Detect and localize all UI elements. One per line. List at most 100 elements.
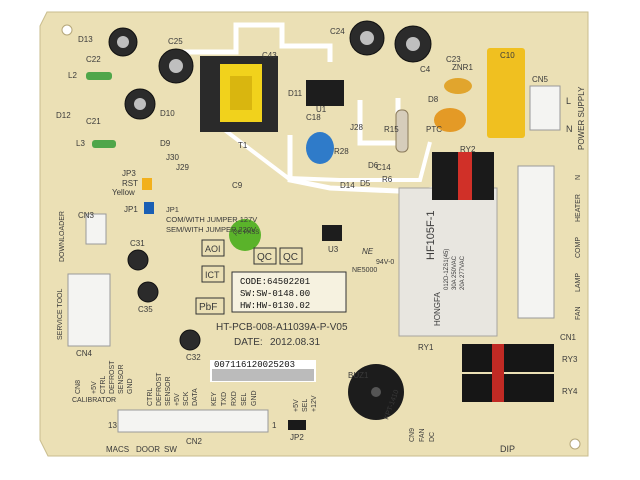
label-d5: D5	[360, 179, 371, 188]
label-c35: C35	[138, 305, 153, 314]
date-value: 2012.08.31	[270, 337, 320, 348]
cn2-pin-3: SENSOR	[165, 376, 172, 406]
label-d14: D14	[340, 181, 355, 190]
label-jp1: JP1	[124, 205, 138, 214]
mark-qc-2: QC	[257, 252, 272, 263]
label-cn5: CN5	[532, 75, 549, 84]
connector-cn3	[85, 213, 107, 245]
label-dip: DIP	[500, 444, 515, 454]
label-r15: R15	[384, 125, 399, 134]
label-downloader: DOWNLOADER	[59, 211, 66, 262]
relay-ry3	[462, 344, 554, 372]
label-d11: D11	[288, 89, 303, 98]
mounting-hole	[569, 438, 581, 450]
isolation-slot	[220, 126, 432, 182]
label-ul: 94V-0	[376, 259, 394, 266]
cn1-label-lamp: LAMP	[575, 273, 582, 292]
jp1-note-1: JP1	[166, 205, 179, 214]
label-d10: D10	[160, 109, 175, 118]
label-d6: D6	[368, 161, 379, 170]
label-jp3: JP3	[122, 169, 136, 178]
cn2-num-1: 1	[272, 421, 277, 430]
label-ry4: RY4	[562, 387, 578, 396]
cn8-pin-4: SENSOR	[118, 364, 125, 394]
film-capacitor	[306, 132, 334, 164]
ic-u1	[306, 80, 344, 106]
label-buz1: BUZ1	[348, 371, 369, 380]
label-c31: C31	[130, 239, 145, 248]
relay-brand: HONGFA	[433, 292, 442, 326]
x-capacitor	[487, 48, 525, 138]
cn1-label-heater: HEATER	[575, 194, 582, 222]
mounting-hole	[61, 24, 73, 36]
jumper-jp1	[144, 202, 154, 214]
cn2-bottom-door: DOOR	[136, 445, 160, 454]
label-c32: C32	[186, 353, 201, 362]
varistor	[444, 78, 472, 94]
connector-cn5	[529, 85, 561, 131]
buzzer-hole	[371, 387, 381, 397]
cn2-pin-6: DATA	[192, 388, 199, 406]
label-j28: J28	[350, 123, 363, 132]
label-rst: RST	[122, 179, 138, 188]
mark-l: L	[566, 96, 571, 106]
cn2-pin-2: DEFROST	[156, 372, 163, 406]
cn2-pin-5: SCK	[183, 391, 190, 406]
cn2-pin-8: TXD	[221, 392, 228, 406]
mark-n: N	[566, 124, 573, 134]
cn2-bottom-sw: SW	[164, 445, 177, 454]
cn1-label-fan: FAN	[575, 306, 582, 320]
label-ry1: RY1	[418, 343, 434, 352]
cn2-pin-9: RXD	[231, 391, 238, 406]
label-c4: C4	[420, 65, 431, 74]
jp2-pin-1: +5V	[293, 399, 300, 412]
cn2-num-13: 13	[108, 421, 117, 430]
relay-spec-3: 20A 277VAC	[460, 255, 466, 290]
connector-cn4	[67, 273, 111, 347]
label-power-supply: POWER SUPPLY	[577, 86, 586, 150]
label-cn1: CN1	[560, 333, 577, 342]
label-u1: U1	[316, 105, 327, 114]
mark-aoi: AOI	[205, 244, 221, 254]
label-cn4: CN4	[76, 349, 93, 358]
label-d12: D12	[56, 111, 71, 120]
label-ne: NE	[362, 247, 374, 256]
relay-ry2-mark	[458, 152, 472, 200]
sticker-code: CODE:64502201	[240, 277, 310, 287]
relay-model: HF105F-1	[425, 210, 437, 260]
mark-box-qc2	[253, 247, 277, 265]
connector-cn2	[117, 409, 269, 433]
label-d9: D9	[160, 139, 171, 148]
inductor	[86, 72, 112, 80]
resistor	[395, 109, 409, 153]
sticker-hw: HW:HW-0130.02	[240, 301, 310, 311]
cn2-pin-11: GND	[251, 390, 258, 406]
label-cn9: CN9	[409, 428, 416, 442]
inductor	[92, 140, 116, 148]
label-service-tool: SERVICE TOOL	[57, 289, 64, 340]
cn2-pin-4: +5V	[174, 393, 181, 406]
label-ne5000: NE5000	[352, 267, 377, 274]
label-c25: C25	[168, 37, 183, 46]
relay-spec-2: 30A 250VAC	[452, 255, 458, 290]
label-c10: C10	[500, 51, 515, 60]
relay-mark	[492, 344, 504, 402]
relay-ry1	[398, 187, 498, 337]
relay-ry4	[462, 374, 554, 402]
jp1-note-3: SEM/WITH JUMPER 220V	[166, 225, 256, 234]
label-cn8: CN8	[75, 380, 82, 394]
label-l2: L2	[68, 71, 77, 80]
label-r6: R6	[382, 175, 393, 184]
label-c18: C18	[306, 113, 321, 122]
barcode	[212, 369, 314, 381]
label-jp2: JP2	[290, 433, 304, 442]
label-c43: C43	[262, 51, 277, 60]
mark-qc: QC	[283, 252, 298, 263]
qc-pass-sticker	[229, 219, 261, 251]
part-number: HT-PCB-008-A11039A-P-V05	[216, 322, 348, 333]
label-cn2: CN2	[186, 437, 203, 446]
jp2-pin-2: SEL	[302, 399, 309, 412]
ic-u3	[322, 225, 342, 241]
jp2-pin-3: +12V	[311, 395, 318, 412]
